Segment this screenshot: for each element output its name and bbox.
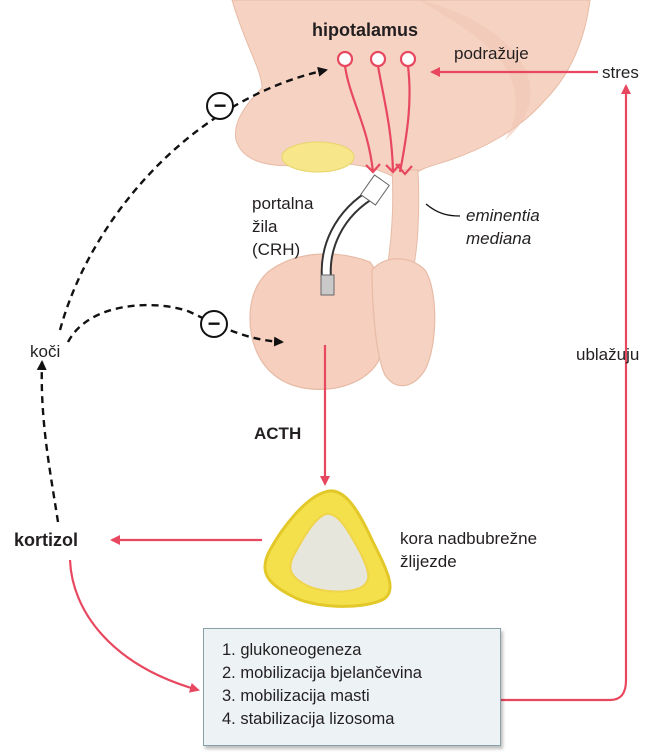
arrow-cortisol-to-inhibit — [42, 362, 58, 522]
anterior-pituitary — [250, 254, 386, 389]
label-portal-vessel-3: (CRH) — [252, 240, 300, 260]
label-stimulates: podražuje — [454, 44, 529, 64]
effects-list: 1. glukoneogeneza 2. mobilizacija bjelan… — [204, 629, 500, 731]
neuron-1 — [338, 52, 352, 66]
effect-item: 2. mobilizacija bjelančevina — [222, 662, 500, 685]
label-adrenal-cortex-2: žlijezde — [400, 552, 457, 572]
label-acth: ACTH — [254, 424, 301, 444]
label-hypothalamus: hipotalamus — [312, 20, 418, 40]
label-adrenal-cortex-1: kora nadbubrežne — [400, 529, 537, 549]
label-portal-vessel-1: portalna — [252, 194, 313, 214]
portal-vessel-bottom — [321, 275, 334, 295]
yellow-body — [282, 142, 354, 172]
label-inhibits: koči — [30, 342, 60, 362]
minus-sign: − — [208, 311, 221, 336]
neuron-2 — [371, 52, 385, 66]
inhibition-symbol-lower: − — [201, 311, 227, 337]
minus-sign: − — [214, 93, 227, 118]
eminentia-leader — [426, 204, 460, 216]
posterior-pituitary — [372, 259, 435, 386]
effect-item: 1. glukoneogeneza — [222, 639, 500, 662]
inhibition-symbol-upper: − — [207, 93, 233, 119]
arrow-cortisol-to-effects — [70, 560, 198, 690]
label-median-eminence-1: eminentia — [466, 206, 540, 226]
label-relieves: ublažuju — [576, 345, 639, 365]
label-stress: stres — [602, 63, 639, 83]
effect-item: 4. stabilizacija lizosoma — [222, 708, 500, 731]
effect-item: 3. mobilizacija masti — [222, 685, 500, 708]
label-portal-vessel-2: žila — [252, 217, 278, 237]
label-median-eminence-2: mediana — [466, 229, 531, 249]
arrow-effects-to-stress — [500, 86, 626, 700]
effects-box: 1. glukoneogeneza 2. mobilizacija bjelan… — [203, 628, 501, 746]
neuron-3 — [401, 52, 415, 66]
label-cortisol: kortizol — [14, 530, 78, 550]
